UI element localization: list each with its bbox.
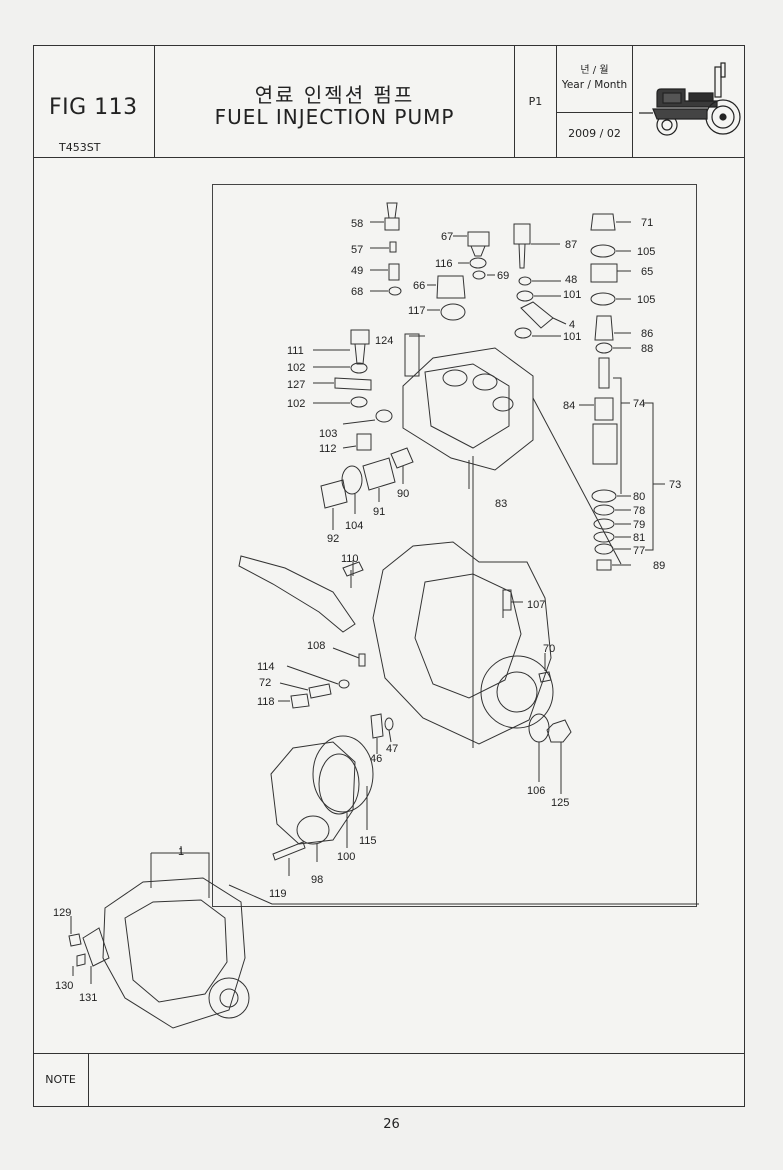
note-label: NOTE	[45, 1073, 76, 1086]
callout-87: 87	[565, 239, 577, 251]
callout-68: 68	[351, 286, 363, 298]
callout-117: 117	[408, 305, 426, 317]
callout-67: 67	[441, 231, 453, 243]
callout-69: 69	[497, 270, 509, 282]
date-label-english: Year / Month	[561, 79, 628, 91]
tractor-icon	[639, 62, 741, 136]
callout-102-upper: 102	[287, 362, 305, 374]
figure-cell: FIG 113 T453ST	[33, 45, 155, 158]
callout-89: 89	[653, 560, 665, 572]
callout-124: 124	[375, 335, 393, 347]
callout-106: 106	[527, 785, 545, 797]
callout-118: 118	[257, 696, 275, 708]
callout-129: 129	[53, 907, 71, 919]
callout-84: 84	[563, 400, 575, 412]
callout-119: 119	[269, 888, 287, 900]
callout-101-lower: 101	[563, 331, 581, 343]
callout-98: 98	[311, 874, 323, 886]
callout-47: 47	[386, 743, 398, 755]
page-code-cell: P1	[515, 45, 557, 158]
title-english: FUEL INJECTION PUMP	[214, 105, 455, 129]
callout-105-upper: 105	[637, 246, 655, 258]
callout-labels: 58 57 49 68 67 116 69 66 117 87 48 101 4…	[53, 217, 681, 1004]
callout-115: 115	[359, 835, 377, 847]
callout-49: 49	[351, 265, 363, 277]
callout-100: 100	[337, 851, 355, 863]
callout-131: 131	[79, 992, 97, 1004]
callout-90: 90	[397, 488, 409, 500]
date-label-korean: 년 / 월	[580, 65, 609, 76]
title-korean: 연료 인젝션 펌프	[254, 83, 415, 107]
callout-91: 91	[373, 506, 385, 518]
date-divider	[557, 112, 632, 113]
callout-74: 74	[633, 398, 645, 410]
tractor-icon-cell	[633, 45, 745, 158]
callout-70: 70	[543, 643, 555, 655]
callout-112: 112	[319, 443, 337, 455]
callout-105-lower: 105	[637, 294, 655, 306]
callout-83: 83	[495, 498, 507, 510]
callout-77: 77	[633, 545, 645, 557]
callout-127: 127	[287, 379, 305, 391]
model-code: T453ST	[59, 141, 101, 154]
page-code: P1	[528, 95, 543, 108]
date-value: 2009 / 02	[568, 127, 621, 140]
callout-116: 116	[435, 258, 453, 270]
note-row: NOTE	[33, 1053, 745, 1107]
exploded-view-frame	[212, 184, 697, 907]
title-block: FIG 113 T453ST 연료 인젝션 펌프 FUEL INJECTION …	[33, 45, 745, 158]
page-number: 26	[383, 1117, 400, 1132]
callout-57: 57	[351, 244, 363, 256]
callout-130: 130	[55, 980, 73, 992]
title-cell: 연료 인젝션 펌프 FUEL INJECTION PUMP	[155, 45, 515, 158]
exploded-parts-diagram: 58 57 49 68 67 116 69 66 117 87 48 101 4…	[53, 202, 699, 1029]
callout-4: 4	[569, 319, 575, 331]
callout-79: 79	[633, 519, 645, 531]
callout-46: 46	[370, 753, 382, 765]
callout-81: 81	[633, 532, 645, 544]
callout-111: 111	[287, 345, 304, 357]
callout-66: 66	[413, 280, 425, 292]
callout-108: 108	[307, 640, 325, 652]
date-cell: 년 / 월 Year / Month 2009 / 02	[557, 45, 633, 158]
callout-71: 71	[641, 217, 653, 229]
callout-102-lower: 102	[287, 398, 305, 410]
callout-1: 1	[178, 846, 184, 858]
callout-114: 114	[257, 661, 275, 673]
figure-number: FIG 113	[49, 95, 138, 120]
callout-80: 80	[633, 491, 645, 503]
callout-103: 103	[319, 428, 337, 440]
note-label-cell: NOTE	[33, 1054, 89, 1107]
callout-101-upper: 101	[563, 289, 581, 301]
callout-48: 48	[565, 274, 577, 286]
callout-72: 72	[259, 677, 271, 689]
callout-78: 78	[633, 505, 645, 517]
callout-88: 88	[641, 343, 653, 355]
callout-58: 58	[351, 218, 363, 230]
callout-125: 125	[551, 797, 569, 809]
callout-104: 104	[345, 520, 363, 532]
callout-110: 110	[341, 553, 359, 565]
callout-73: 73	[669, 479, 681, 491]
callout-65: 65	[641, 266, 653, 278]
callout-92: 92	[327, 533, 339, 545]
callout-86: 86	[641, 328, 653, 340]
callout-107: 107	[527, 599, 545, 611]
